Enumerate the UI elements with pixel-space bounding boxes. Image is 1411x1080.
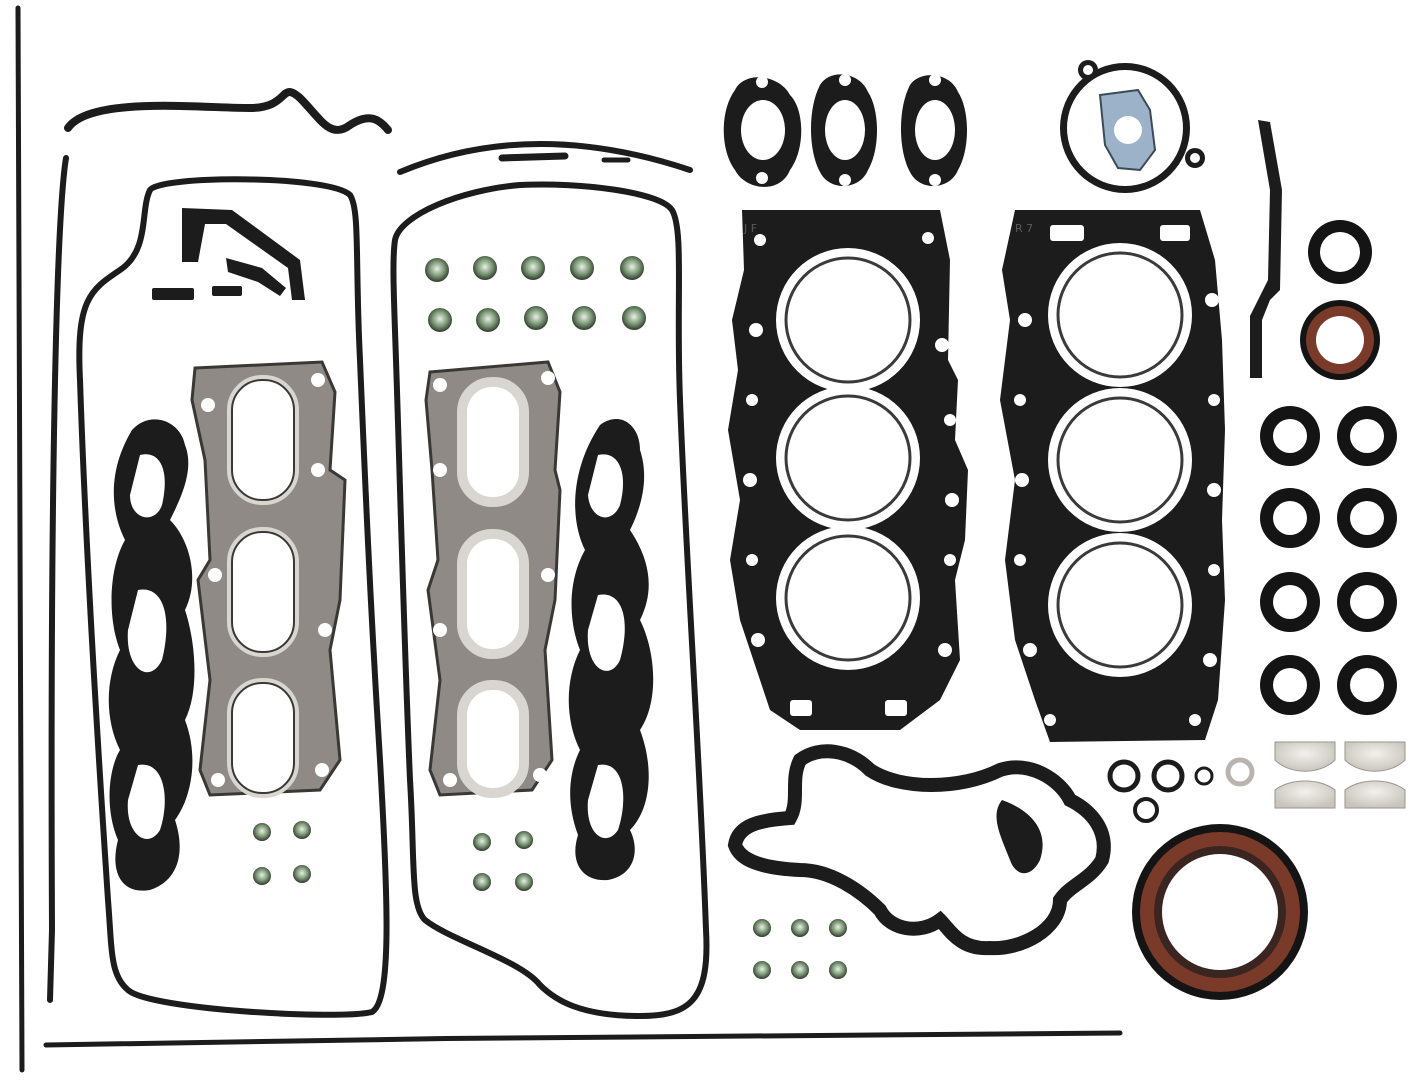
small-o-rings [1107, 757, 1255, 823]
intake-manifold-gasket-right [568, 419, 654, 881]
spark-plug-tube-seals [1260, 406, 1397, 715]
valve-cover-gasket-right [390, 181, 710, 1020]
small-molded-seals [152, 208, 305, 300]
head-gasket-left-stamp: J F [743, 222, 757, 235]
bolt-grommets-bottom [753, 919, 847, 979]
rear-main-seal [1132, 824, 1308, 1000]
round-cover-gasket [1060, 60, 1205, 193]
timing-cover-strip [1250, 120, 1282, 378]
valve-cover-gasket-left [76, 176, 390, 1018]
head-gasket-left: J F [728, 210, 968, 730]
long-rubber-strips [15, 5, 1123, 1073]
intake-manifold-gasket-left [108, 419, 195, 891]
valve-stem-seals-upper [425, 256, 646, 332]
head-gasket-right: R 7 [1000, 210, 1225, 742]
exhaust-manifold-gasket-left [190, 360, 347, 798]
crankshaft-front-seal [1300, 300, 1380, 380]
camshaft-seal-black [1308, 220, 1372, 284]
water-pump-gasket [727, 744, 1111, 956]
head-gasket-right-stamp: R 7 [1015, 222, 1033, 235]
bolt-grommets-center [473, 831, 533, 891]
exhaust-manifold-gasket-right [424, 360, 562, 798]
top-wavy-seals [64, 88, 693, 175]
bolt-grommets-left [253, 821, 311, 885]
half-moon-plugs [1274, 741, 1406, 809]
